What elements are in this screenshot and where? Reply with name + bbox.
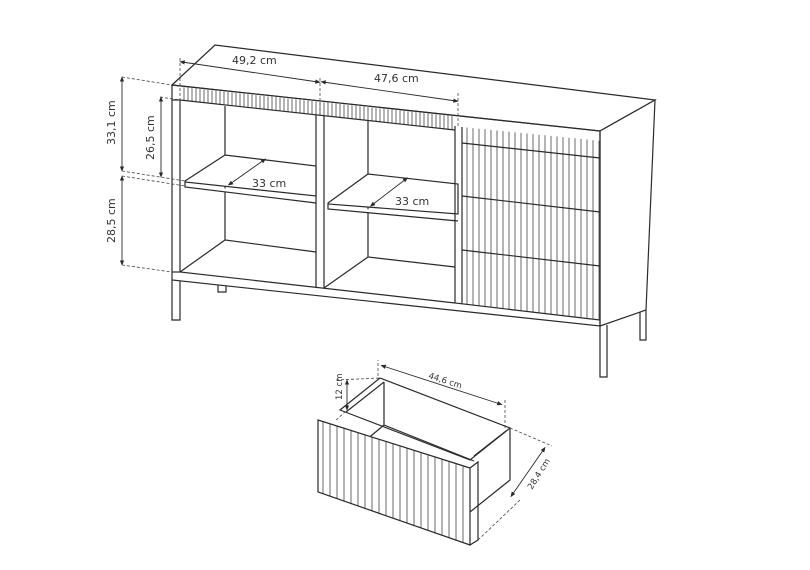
drawer-width-label: 44,6 cm (427, 371, 463, 391)
shelf-depth-right-arrow (369, 177, 409, 207)
left-shelf (184, 154, 317, 204)
right-side-panel (599, 98, 656, 327)
legs (171, 280, 647, 378)
shelf-depth-left-arrow (227, 158, 267, 186)
front-outline (171, 85, 601, 327)
width-left-label: 49,2 cm (232, 54, 277, 67)
drawer-depth-label: 28,4 cm (526, 457, 553, 492)
shelf-depth-left-label: 33 cm (252, 177, 286, 190)
drawer-height-label: 12 cm (335, 374, 345, 400)
width-left-arrow (179, 60, 321, 84)
fluted-top-strip (171, 84, 601, 132)
height-upper-inner-label: 26,5 cm (144, 115, 157, 160)
drawer-depth-arrow (510, 446, 546, 498)
drawer-width-arrow (380, 364, 503, 406)
width-right-label: 47,6 cm (374, 72, 419, 85)
height-upper-outer-label: 33,1 cm (105, 100, 118, 145)
height-lower-label: 28,5 cm (105, 198, 118, 243)
center-divider (315, 115, 325, 288)
width-right-arrow (320, 80, 459, 103)
cabinet-dimensions: 49,2 cm 47,6 cm 33,1 cm 26,5 cm 28,5 cm … (105, 54, 459, 273)
shelf-depth-right-label: 33 cm (395, 195, 429, 208)
right-shelf (327, 173, 459, 222)
fluted-door (454, 126, 601, 321)
